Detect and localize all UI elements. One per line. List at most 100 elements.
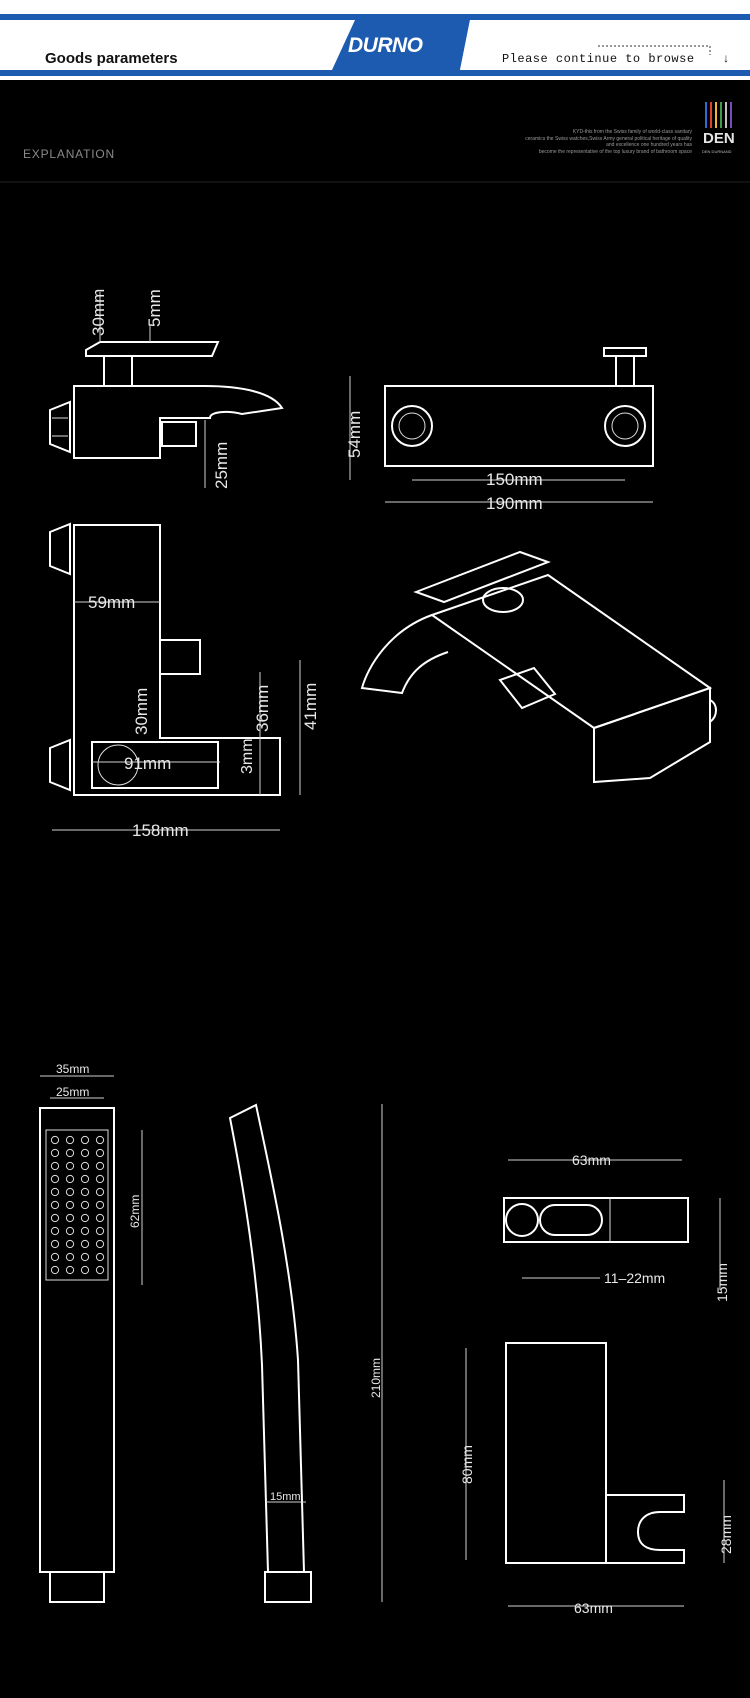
dim-head-width: 35mm bbox=[56, 1062, 89, 1076]
nozzle bbox=[95, 1239, 105, 1249]
front-lever bbox=[603, 347, 647, 357]
side-nut bbox=[49, 400, 71, 454]
dim-bracket-hook: 28mm bbox=[718, 1515, 734, 1554]
iso-button bbox=[498, 666, 557, 710]
nozzle bbox=[95, 1252, 105, 1262]
nozzle bbox=[50, 1200, 60, 1210]
shower-handle-side: 210mm 15mm bbox=[228, 1103, 383, 1603]
nozzle bbox=[95, 1161, 105, 1171]
header-top-stripe bbox=[0, 14, 750, 20]
handle-connector bbox=[264, 1571, 312, 1603]
nozzle bbox=[80, 1161, 90, 1171]
side-button bbox=[161, 421, 197, 447]
nozzle bbox=[95, 1187, 105, 1197]
nozzle bbox=[95, 1148, 105, 1158]
bracket-plate bbox=[505, 1342, 607, 1564]
page-title: Goods parameters bbox=[45, 50, 178, 67]
den-logo: DEN bbox=[703, 130, 735, 147]
header-band: Goods parameters DURNO Please continue t… bbox=[0, 0, 750, 80]
front-port-inner bbox=[398, 412, 426, 440]
brand-name: DURNO bbox=[348, 34, 423, 57]
dim-top-width: 158mm bbox=[132, 821, 189, 840]
dim-front-center: 150mm bbox=[486, 470, 543, 489]
header-bottom-stripe bbox=[0, 70, 750, 76]
dim-side-spout: 25mm bbox=[212, 442, 231, 489]
nozzle bbox=[80, 1239, 90, 1249]
nozzle bbox=[65, 1187, 75, 1197]
den-logo-sub: DEN DURNAND bbox=[702, 149, 732, 154]
top-spout bbox=[91, 741, 219, 789]
brand-banner bbox=[332, 20, 470, 70]
nozzle bbox=[50, 1226, 60, 1236]
nozzle bbox=[65, 1174, 75, 1184]
tagline-line: KYD-this from the Swiss family of world-… bbox=[572, 129, 692, 135]
nozzle bbox=[50, 1213, 60, 1223]
dim-top-spout-len: 91mm bbox=[124, 754, 171, 773]
top-body bbox=[73, 524, 281, 796]
dim-top-handle: 30mm bbox=[132, 688, 151, 735]
side-body bbox=[73, 385, 284, 459]
front-port-inner bbox=[611, 412, 639, 440]
holder-ring bbox=[505, 1203, 539, 1237]
nozzle bbox=[80, 1226, 90, 1236]
head-connector bbox=[49, 1571, 105, 1603]
bracket-hook bbox=[605, 1494, 685, 1564]
dim-bracket-width: 63mm bbox=[574, 1600, 613, 1616]
top-button bbox=[159, 639, 201, 675]
dim-top-spout-h: 36mm bbox=[253, 685, 272, 732]
isometric-view bbox=[360, 550, 717, 784]
browse-text: Please continue to browse bbox=[502, 52, 695, 66]
top-view: 59mm 30mm 36mm 41mm 91mm 3mm 158mm bbox=[49, 522, 320, 840]
nozzle bbox=[65, 1265, 75, 1275]
holder-body bbox=[503, 1197, 689, 1243]
iso-spout bbox=[360, 614, 449, 695]
browse-panel bbox=[460, 20, 750, 70]
nozzle bbox=[95, 1226, 105, 1236]
front-stem bbox=[615, 355, 635, 387]
front-port-right bbox=[604, 405, 646, 447]
nozzle bbox=[65, 1226, 75, 1236]
dim-top-total-h: 41mm bbox=[301, 683, 320, 730]
dim-front-height: 54mm bbox=[345, 411, 364, 458]
side-lever bbox=[85, 341, 220, 357]
dim-front-width: 190mm bbox=[486, 494, 543, 513]
dim-handle-length: 210mm bbox=[369, 1358, 383, 1398]
nozzle bbox=[50, 1135, 60, 1145]
nozzle bbox=[95, 1200, 105, 1210]
nozzle bbox=[80, 1213, 90, 1223]
nozzle bbox=[65, 1148, 75, 1158]
nozzle bbox=[65, 1213, 75, 1223]
nozzle bbox=[80, 1187, 90, 1197]
dim-top-small: 3mm bbox=[239, 738, 256, 774]
down-arrow-icon: ↓ bbox=[722, 52, 730, 66]
nozzle bbox=[80, 1265, 90, 1275]
iso-lever bbox=[413, 550, 551, 604]
iso-body-top bbox=[429, 573, 713, 730]
nozzle bbox=[80, 1200, 90, 1210]
iso-body-side bbox=[593, 686, 711, 784]
nozzle bbox=[50, 1174, 60, 1184]
front-body bbox=[384, 385, 654, 467]
holder-slot bbox=[539, 1204, 603, 1236]
nozzle bbox=[50, 1148, 60, 1158]
nozzle bbox=[65, 1200, 75, 1210]
nozzle bbox=[65, 1239, 75, 1249]
dim-holder-range: 11–22mm bbox=[604, 1270, 665, 1286]
browse-hint: Please continue to browse ↓ bbox=[502, 52, 730, 66]
nozzle-grid bbox=[50, 1135, 105, 1275]
nozzle bbox=[95, 1135, 105, 1145]
nozzle bbox=[80, 1174, 90, 1184]
nozzle bbox=[95, 1213, 105, 1223]
nozzle bbox=[50, 1239, 60, 1249]
nozzle bbox=[80, 1148, 90, 1158]
tagline-line: become the representative of the top lux… bbox=[538, 148, 692, 155]
dim-top-depth: 59mm bbox=[88, 593, 135, 612]
dim-holder-width: 63mm bbox=[572, 1152, 611, 1168]
nozzle bbox=[80, 1252, 90, 1262]
top-nut-upper bbox=[49, 522, 71, 576]
front-view: 54mm 150mm 190mm bbox=[345, 347, 654, 513]
header-graphics bbox=[0, 14, 750, 76]
handle-outline bbox=[228, 1103, 306, 1573]
side-view: 30mm 5mm 25mm bbox=[49, 289, 284, 489]
dim-handle-neck: 15mm bbox=[270, 1491, 301, 1503]
